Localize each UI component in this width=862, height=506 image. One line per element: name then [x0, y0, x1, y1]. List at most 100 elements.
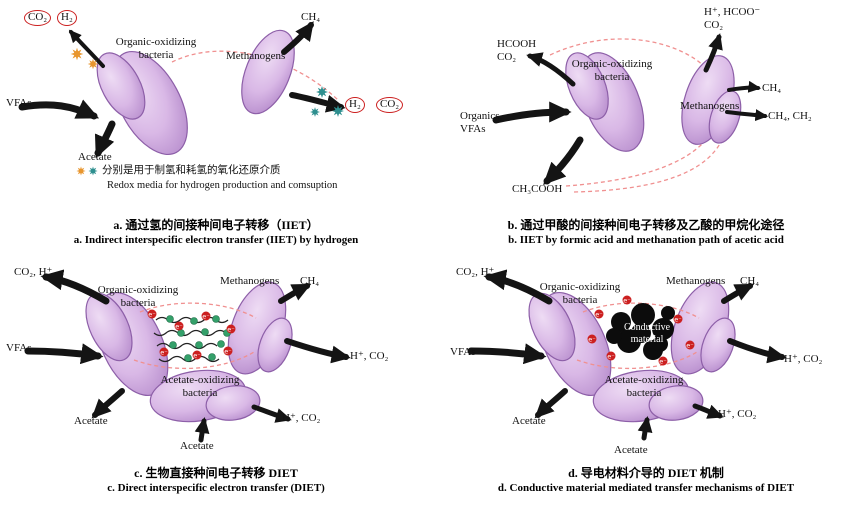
arrow-ch4-out [727, 80, 762, 93]
c-acetate-oxidizing-label: Acetate-oxidizing bacteria [160, 374, 240, 399]
svg-text:e⁻: e⁻ [595, 311, 602, 319]
caption-b-zh: b. 通过甲酸的间接种间电子转移及乙酸的甲烷化途径 [507, 218, 785, 232]
arrow-acetate-out [94, 120, 116, 159]
a-vfas-label: VFAs [6, 97, 32, 109]
acetate-oxidizing-cell-small [648, 385, 704, 421]
arrow-formic-out [526, 52, 576, 87]
electron-markers: e⁻ e⁻ e⁻ e⁻ e⁻ e⁻ e⁻ [587, 295, 695, 366]
a-legend-en: Redox media for hydrogen production and … [107, 180, 338, 191]
organic-oxidizing-cell-small [96, 52, 146, 120]
legend-media-icons [74, 164, 100, 178]
d-ch4-label: CH₄ [740, 275, 760, 287]
b-bacteria-label: Organic-oxidizing bacteria [571, 58, 653, 83]
arrow-acetate-out [91, 388, 125, 419]
arrow-h-co2-right [284, 338, 351, 364]
c-bacteria-label: Organic-oxidizing bacteria [97, 284, 179, 309]
c-methanogens-label: Methanogens [220, 275, 280, 287]
c-co2-h-label: CO₂, H⁺ [14, 266, 53, 278]
svg-text:e⁻: e⁻ [227, 326, 234, 334]
svg-text:e⁻: e⁻ [674, 316, 681, 324]
svg-text:e⁻: e⁻ [148, 311, 155, 319]
arrow-h2-uptake [289, 92, 346, 113]
a-h2-label: H₂ [57, 10, 77, 26]
arrow-h-co2-right [727, 338, 787, 364]
d-acetate-left-label: Acetate [512, 415, 546, 427]
panel-c-shapes: e⁻ e⁻ e⁻ e⁻ e⁻ e⁻ e⁻ [24, 269, 351, 443]
panel-d-shapes: e⁻ e⁻ e⁻ e⁻ e⁻ e⁻ e⁻ [467, 269, 787, 441]
arrow-ch4-ch2-out [725, 109, 769, 122]
svg-text:e⁻: e⁻ [623, 297, 630, 305]
arrow-h-co2-bottom [692, 403, 724, 419]
d-co2-h-label: CO₂, H⁺ [456, 266, 495, 278]
d-acetate-bottom-label: Acetate [614, 444, 648, 456]
a-co2-right-label: CO₂ [376, 97, 404, 113]
b-acetic-label: CH₃COOH [512, 183, 563, 195]
svg-text:e⁻: e⁻ [224, 348, 231, 356]
caption-c: c. 生物直接种间电子转移 DIET c. Direct interspecif… [0, 466, 432, 495]
arrow-ch4-out [278, 283, 312, 304]
panel-a-shapes [18, 21, 347, 178]
cytochrome-dots [166, 315, 231, 362]
d-h-co2-right-label: H⁺, CO₂ [784, 353, 823, 365]
arrow-organics-in [492, 101, 572, 124]
conductive-material-blobs [606, 303, 675, 360]
organic-oxidizing-cell-small [565, 52, 609, 120]
a-co2-label: CO₂ [24, 10, 52, 26]
arrow-to-h2-co2 [68, 29, 105, 68]
arrow-products-top [703, 33, 723, 73]
arrow-acetate-in [194, 417, 210, 443]
c-h-co2-right-label: H⁺, CO₂ [350, 350, 389, 362]
d-bacteria-label: Organic-oxidizing bacteria [539, 281, 621, 306]
c-acetate-left-label: Acetate [74, 415, 108, 427]
legend-orange-star-icon [74, 164, 88, 178]
c-ch4-label: CH₄ [300, 275, 320, 287]
legend-teal-star-icon [86, 164, 100, 178]
b-organics-label: Organics, VFAs [460, 110, 503, 135]
svg-text:e⁻: e⁻ [607, 353, 614, 361]
d-vfas-label: VFAs [450, 346, 476, 358]
diet-dashed-path-top [582, 302, 700, 319]
panel-b-shapes [492, 33, 769, 193]
arrow-co2-h-out [483, 269, 553, 305]
b-methanogens-label: Methanogens [680, 100, 740, 112]
electron-markers: e⁻ e⁻ e⁻ e⁻ e⁻ e⁻ e⁻ [147, 309, 236, 360]
a-legend-zh: 分别是用于制氢和耗氢的氧化还原介质 [102, 165, 281, 176]
c-acetate-bottom-label: Acetate [180, 440, 214, 452]
svg-text:e⁻: e⁻ [193, 352, 200, 360]
arrow-acetate-out [534, 388, 568, 419]
b-ch4-ch2-label: CH₄, CH₂ [768, 110, 812, 122]
caption-b: b. 通过甲酸的间接种间电子转移及乙酸的甲烷化途径 b. IIET by for… [430, 218, 862, 247]
methanogen-cell-small [700, 317, 736, 373]
caption-d-en: d. Conductive material mediated transfer… [497, 482, 795, 494]
d-acetate-oxidizing-label: Acetate-oxidizing bacteria [604, 374, 684, 399]
c-vfas-label: VFAs [6, 342, 32, 354]
caption-c-zh: c. 生物直接种间电子转移 DIET [134, 466, 298, 480]
arrow-vfas-in [467, 343, 547, 365]
acetate-oxidizing-cell-small [205, 385, 261, 421]
svg-text:e⁻: e⁻ [175, 323, 182, 331]
svg-text:e⁻: e⁻ [686, 342, 693, 350]
c-h-co2-bottom-label: H⁺, CO₂ [282, 412, 321, 424]
caption-a-en: a. Indirect interspecific electron trans… [73, 234, 359, 246]
d-conductive-material-label: Conductive material [623, 322, 671, 345]
a-acetate-label: Acetate [78, 151, 112, 163]
formate-transfer-dashed-path [549, 38, 707, 69]
caption-d: d. 导电材料介导的 DIET 机制 d. Conductive materia… [430, 466, 862, 495]
arrow-acetic-out [543, 136, 584, 185]
caption-b-en: b. IIET by formic acid and methanation p… [508, 234, 784, 246]
a-bacteria-label: Organic-oxidizing bacteria [115, 36, 197, 61]
svg-text:e⁻: e⁻ [659, 358, 666, 366]
b-formic-label: HCOOH CO₂ [497, 38, 537, 63]
arrow-h-co2-bottom [251, 404, 292, 423]
arrow-vfas-in [18, 99, 100, 120]
b-products-top-label: H⁺, HCOO⁻ CO₂ [704, 6, 761, 31]
diet-dashed-path-bottom [133, 351, 255, 370]
svg-text:e⁻: e⁻ [202, 313, 209, 321]
caption-d-zh: d. 导电材料介导的 DIET 机制 [568, 466, 724, 480]
a-ch4-label: CH₄ [301, 11, 321, 23]
acetate-methanation-dashed-path-2 [573, 139, 723, 193]
arrow-co2-h-out [40, 269, 110, 305]
b-ch4-label: CH₄ [762, 82, 782, 94]
d-h-co2-bottom-label: H⁺, CO₂ [718, 408, 757, 420]
